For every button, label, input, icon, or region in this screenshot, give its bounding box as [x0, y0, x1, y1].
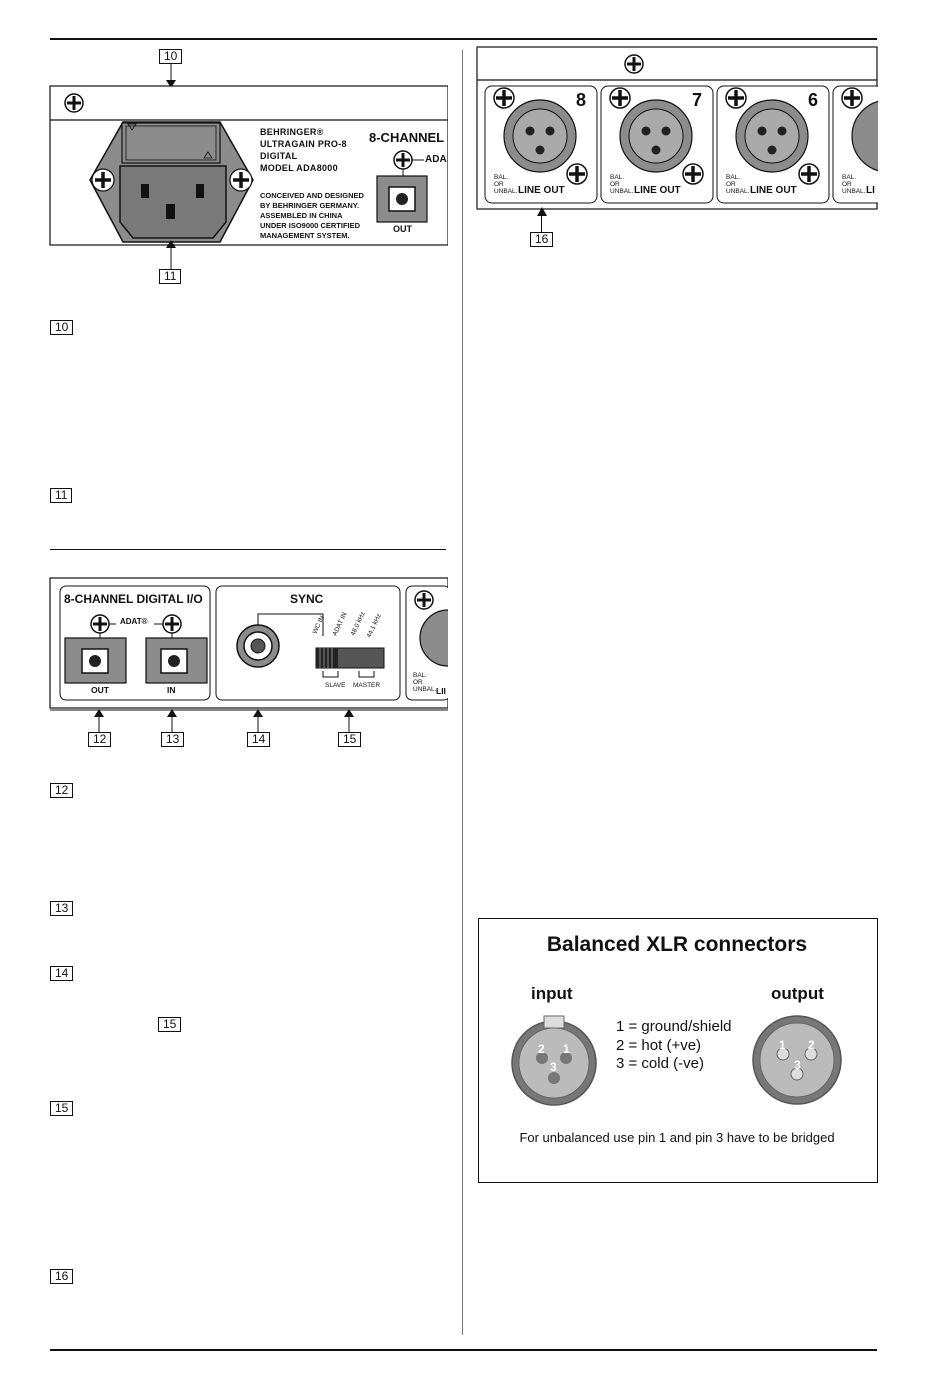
pin-3-assignment: 3 = cold (-ve) [616, 1055, 704, 1072]
unbal-line: UNBAL. [494, 188, 518, 195]
pin-1-assignment: 1 = ground/shield [616, 1018, 732, 1035]
figure-digital-io-panel [49, 577, 448, 732]
pin-assignment-list: 1 = ground/shield 2 = hot (+ve) 3 = cold… [616, 1018, 732, 1074]
section-marker-13: 13 [50, 901, 74, 916]
origin-line-3: ASSEMBLED IN CHINA [260, 211, 343, 220]
or-line: OR [610, 181, 620, 188]
xlr-output-connector-icon [752, 1015, 842, 1105]
unbal-line: UNBAL. [726, 188, 750, 195]
io-out-label: OUT [91, 685, 109, 695]
section-marker-11: 11 [50, 488, 73, 503]
input-pin-1: 1 [563, 1042, 570, 1056]
bal-line: BAL. [842, 174, 857, 181]
or-line: OR [726, 181, 736, 188]
ch6-bal: BAL. OR UNBAL. [726, 174, 749, 195]
xlr-output-label: output [771, 984, 824, 1003]
unbal-line: UNBAL. [413, 686, 437, 693]
section-marker-12: 12 [50, 783, 74, 798]
pin-2-assignment: 2 = hot (+ve) [616, 1036, 702, 1054]
output-pin-1: 1 [779, 1038, 786, 1052]
master-label: MASTER [353, 682, 381, 689]
brand-line-4: MODEL ADA8000 [260, 163, 338, 173]
input-pin-2: 2 [538, 1042, 545, 1056]
optical-out-label: OUT [393, 224, 412, 234]
ch7-bal: BAL. OR UNBAL. [610, 174, 633, 195]
callout-12: 12 [88, 732, 112, 747]
or-line: OR [494, 181, 504, 188]
origin-line-1: CONCEIVED AND DESIGNED [260, 191, 364, 200]
channel-6-number: 6 [808, 90, 819, 110]
inline-marker-15: 15 [158, 1017, 182, 1032]
channel-8-number: 8 [576, 90, 587, 110]
output-pin-3: 3 [794, 1058, 801, 1072]
bal-line: BAL. [494, 174, 509, 181]
bal-line: BAL. [413, 672, 428, 679]
adat-io-label: ADAT® [120, 617, 148, 626]
input-pin-3: 3 [550, 1060, 557, 1074]
origin-line-2: BY BEHRINGER GERMANY. [260, 201, 360, 210]
brand-line-3: DIGITAL [260, 151, 298, 161]
xlr-input-label: input [531, 984, 573, 1003]
or-line: OR [413, 679, 423, 686]
callout-10: 10 [159, 49, 183, 64]
io-bal-label: BAL. OR UNBAL. [413, 672, 436, 693]
power-panel-origin: CONCEIVED AND DESIGNED BY BEHRINGER GERM… [260, 191, 364, 241]
section-marker-15: 15 [50, 1101, 74, 1116]
section-marker-10: 10 [50, 320, 74, 335]
channel-6-line-out: LINE OUT [750, 185, 797, 196]
channel-7-line-out: LINE OUT [634, 185, 681, 196]
brand-line-2: ULTRAGAIN PRO-8 [260, 139, 347, 149]
top-rule [50, 38, 877, 40]
figure-line-out-panel [476, 46, 878, 216]
io-line-partial: LII [436, 686, 446, 696]
channel-7-number: 7 [692, 90, 703, 110]
slave-label: SLAVE [325, 682, 346, 689]
section-marker-16: 16 [50, 1269, 74, 1284]
figure-power-panel [49, 63, 448, 269]
brand-line-1: BEHRINGER® [260, 127, 324, 137]
adat-label: ADA [425, 154, 447, 165]
section-marker-14: 14 [50, 966, 74, 981]
power-panel-brand: BEHRINGER® ULTRAGAIN PRO-8 DIGITAL MODEL… [260, 126, 347, 174]
digital-io-title: 8-CHANNEL DIGITAL I/O [64, 592, 203, 606]
xlr-connectors-box [478, 918, 878, 1183]
callout-14: 14 [247, 732, 271, 747]
channel-5-line-partial: LI [866, 185, 875, 196]
bal-line: BAL. [726, 174, 741, 181]
eight-channel-label: 8-CHANNEL [369, 130, 445, 145]
callout-15: 15 [338, 732, 362, 747]
channel-8-line-out: LINE OUT [518, 185, 565, 196]
bal-line: BAL. [610, 174, 625, 181]
xlr-box-title: Balanced XLR connectors [546, 933, 808, 956]
column-divider [462, 50, 463, 1335]
xlr-unbalanced-note: For unbalanced use pin 1 and pin 3 have … [519, 1130, 835, 1145]
xlr-input-connector-icon [511, 1015, 597, 1106]
ch8-bal: BAL. OR UNBAL. [494, 174, 517, 195]
io-in-label: IN [167, 685, 176, 695]
sync-title: SYNC [290, 592, 324, 606]
origin-line-4: UNDER ISO9000 CERTIFIED [260, 221, 361, 230]
or-line: OR [842, 181, 852, 188]
arrow-16-stem [541, 215, 542, 232]
callout-11: 11 [159, 269, 182, 284]
bottom-rule [50, 1349, 877, 1351]
unbal-line: UNBAL. [842, 188, 866, 195]
origin-line-5: MANAGEMENT SYSTEM. [260, 231, 350, 240]
output-pin-2: 2 [808, 1038, 815, 1052]
unbal-line: UNBAL. [610, 188, 634, 195]
callout-13: 13 [161, 732, 185, 747]
section-divider [50, 549, 446, 550]
ch5-bal: BAL. OR UNBAL. [842, 174, 865, 195]
callout-16: 16 [530, 232, 554, 247]
